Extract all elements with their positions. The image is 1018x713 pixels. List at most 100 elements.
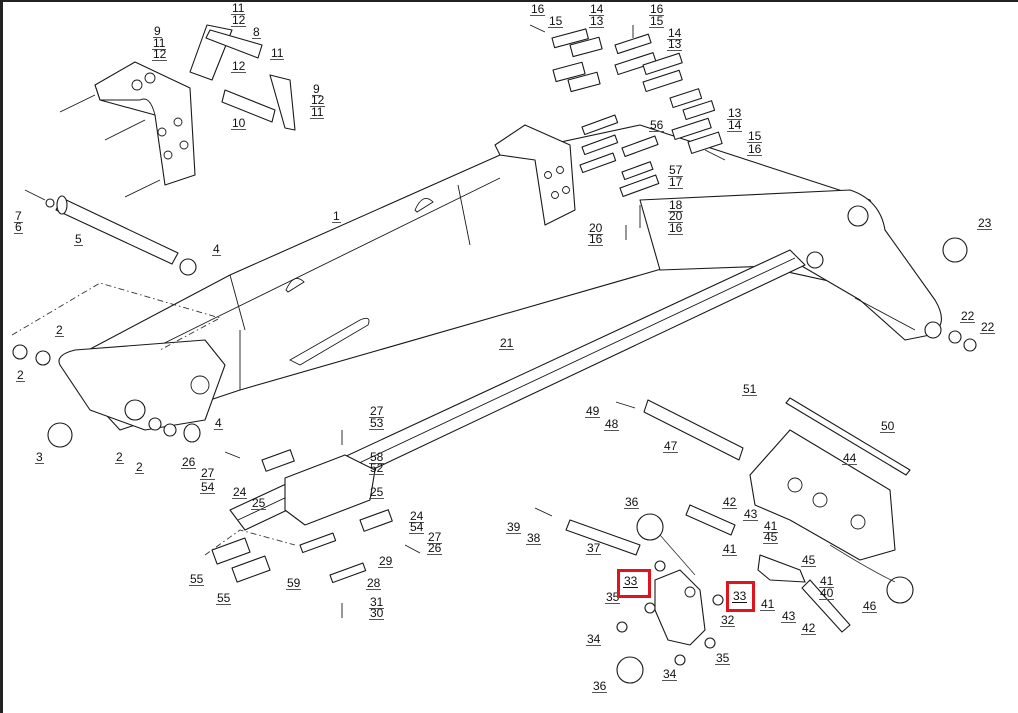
callout-12[interactable]: 12 (231, 59, 247, 73)
callout-40[interactable]: 40 (819, 586, 835, 600)
callout-16[interactable]: 16 (588, 232, 604, 246)
callout-24[interactable]: 24 (409, 509, 425, 523)
callout-55[interactable]: 55 (216, 591, 232, 605)
callout-56[interactable]: 56 (649, 118, 665, 132)
callout-30[interactable]: 30 (369, 606, 385, 620)
callout-45[interactable]: 45 (801, 553, 817, 567)
callout-43[interactable]: 43 (743, 507, 759, 521)
callout-11[interactable]: 11 (270, 46, 285, 60)
callout-15[interactable]: 15 (649, 14, 665, 28)
callout-15[interactable]: 15 (548, 14, 564, 28)
callout-54[interactable]: 54 (409, 520, 425, 534)
callout-16[interactable]: 16 (668, 221, 684, 235)
callout-41[interactable]: 41 (819, 574, 835, 588)
callout-16[interactable]: 16 (747, 142, 763, 156)
callout-28[interactable]: 28 (366, 576, 382, 590)
callout-55[interactable]: 55 (189, 572, 205, 586)
callout-41[interactable]: 41 (760, 597, 776, 611)
callout-13[interactable]: 13 (727, 106, 743, 120)
callout-22[interactable]: 22 (960, 309, 976, 323)
callout-11[interactable]: 11 (310, 105, 325, 119)
callout-8[interactable]: 8 (252, 25, 261, 39)
callout-44[interactable]: 44 (842, 451, 858, 465)
callout-20[interactable]: 20 (588, 221, 604, 235)
callout-53[interactable]: 53 (369, 416, 385, 430)
callout-2[interactable]: 2 (55, 323, 64, 337)
callout-22[interactable]: 22 (980, 320, 996, 334)
callout-45[interactable]: 45 (763, 530, 779, 544)
callout-46[interactable]: 46 (862, 599, 878, 613)
callout-9[interactable]: 9 (312, 82, 321, 96)
callout-59[interactable]: 59 (286, 576, 302, 590)
callout-3[interactable]: 3 (35, 450, 44, 464)
callout-14[interactable]: 14 (589, 2, 605, 16)
callout-41[interactable]: 41 (722, 542, 738, 556)
callout-16[interactable]: 16 (530, 2, 546, 16)
callout-35[interactable]: 35 (715, 651, 731, 665)
callout-11[interactable]: 11 (152, 36, 167, 50)
callout-39[interactable]: 39 (506, 520, 522, 534)
callout-54[interactable]: 54 (200, 480, 216, 494)
callout-10[interactable]: 10 (231, 116, 247, 130)
callout-13[interactable]: 13 (589, 14, 605, 28)
callout-33-highlighted[interactable]: 33 (623, 574, 639, 588)
callout-17[interactable]: 17 (668, 175, 684, 189)
callout-25[interactable]: 25 (369, 485, 385, 499)
callout-25[interactable]: 25 (251, 496, 267, 510)
callout-15[interactable]: 15 (747, 129, 763, 143)
callout-50[interactable]: 50 (880, 419, 896, 433)
callout-41[interactable]: 41 (763, 519, 779, 533)
pivot-end (11, 282, 226, 448)
callout-47[interactable]: 47 (663, 439, 679, 453)
callout-27[interactable]: 27 (200, 466, 216, 480)
callout-11[interactable]: 11 (231, 1, 246, 15)
callout-23[interactable]: 23 (977, 216, 993, 230)
callout-12[interactable]: 12 (310, 93, 326, 107)
callout-34[interactable]: 34 (586, 632, 602, 646)
callout-7[interactable]: 7 (14, 209, 23, 223)
callout-20[interactable]: 20 (668, 209, 684, 223)
callout-14[interactable]: 14 (667, 26, 683, 40)
callout-52[interactable]: 52 (369, 461, 385, 475)
callout-6[interactable]: 6 (14, 220, 23, 234)
callout-29[interactable]: 29 (378, 554, 394, 568)
callout-4[interactable]: 4 (214, 416, 223, 430)
callout-4[interactable]: 4 (212, 242, 221, 256)
callout-12[interactable]: 12 (231, 13, 247, 27)
callout-57[interactable]: 57 (668, 163, 684, 177)
callout-34[interactable]: 34 (662, 667, 678, 681)
callout-42[interactable]: 42 (801, 621, 817, 635)
callout-35[interactable]: 35 (605, 590, 621, 604)
callout-51[interactable]: 51 (742, 382, 758, 396)
callout-37[interactable]: 37 (586, 541, 602, 555)
callout-9[interactable]: 9 (153, 24, 162, 38)
callout-18[interactable]: 18 (668, 198, 684, 212)
callout-16[interactable]: 16 (649, 2, 665, 16)
callout-2[interactable]: 2 (115, 450, 124, 464)
callout-27[interactable]: 27 (427, 530, 443, 544)
callout-14[interactable]: 14 (727, 118, 743, 132)
callout-2[interactable]: 2 (135, 460, 144, 474)
callout-38[interactable]: 38 (526, 531, 542, 545)
callout-12[interactable]: 12 (152, 47, 168, 61)
callout-58[interactable]: 58 (369, 450, 385, 464)
callout-43[interactable]: 43 (781, 609, 797, 623)
callout-24[interactable]: 24 (232, 485, 248, 499)
callout-26[interactable]: 26 (181, 455, 197, 469)
callout-32[interactable]: 32 (720, 613, 736, 627)
callout-42[interactable]: 42 (722, 495, 738, 509)
callout-36[interactable]: 36 (624, 495, 640, 509)
callout-49[interactable]: 49 (585, 404, 601, 418)
callout-27[interactable]: 27 (369, 404, 385, 418)
callout-31[interactable]: 31 (369, 595, 385, 609)
callout-21[interactable]: 21 (499, 336, 515, 350)
callout-1[interactable]: 1 (332, 209, 341, 223)
callout-2[interactable]: 2 (16, 368, 25, 382)
callout-13[interactable]: 13 (667, 37, 683, 51)
callout-33-highlighted[interactable]: 33 (732, 589, 748, 603)
callout-48[interactable]: 48 (604, 417, 620, 431)
callout-5[interactable]: 5 (74, 232, 83, 246)
callout-26[interactable]: 26 (427, 541, 443, 555)
callout-36[interactable]: 36 (592, 679, 608, 693)
